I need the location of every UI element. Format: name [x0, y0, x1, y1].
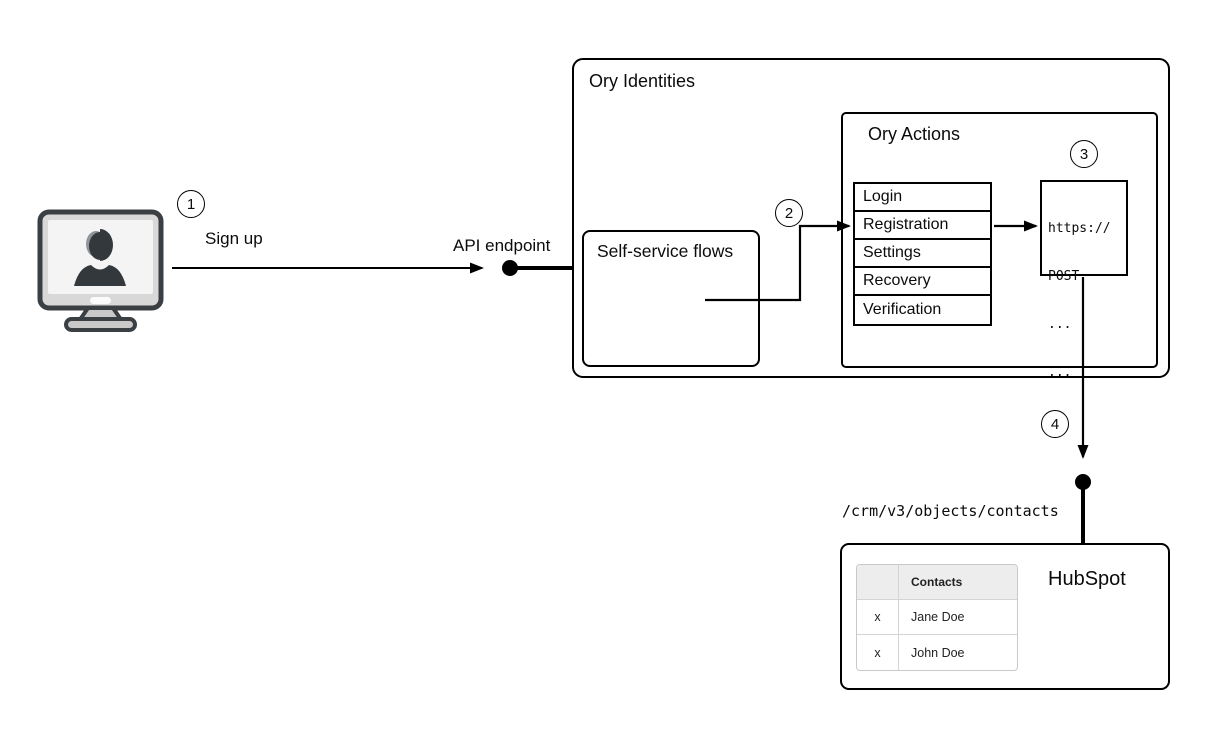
step-4-badge: 4: [1041, 410, 1069, 438]
code-line: ...: [1048, 317, 1072, 332]
webhook-code-box: https:// POST ... ...: [1040, 180, 1128, 380]
contacts-table: Contacts x Jane Doe x John Doe: [856, 564, 1018, 671]
contacts-header-cell: Contacts: [899, 565, 1017, 600]
step-1-number: 1: [186, 195, 196, 213]
step-2-badge: 2: [775, 199, 803, 227]
step-1-badge: 1: [177, 190, 205, 218]
step-3-number: 3: [1079, 145, 1089, 163]
contacts-row: x John Doe: [857, 635, 1017, 670]
contacts-row: x Jane Doe: [857, 600, 1017, 635]
flow-row-login: Login: [855, 184, 990, 212]
contact-name-cell: John Doe: [911, 645, 965, 660]
step-4-number: 4: [1050, 415, 1060, 433]
flow-list: Login Registration Settings Recovery Ver…: [853, 182, 992, 326]
sign-up-label: Sign up: [205, 229, 263, 248]
contacts-header-empty-cell: [857, 565, 899, 600]
hubspot-box: HubSpot Contacts x Jane Doe x John Doe: [840, 543, 1170, 690]
flow-label: Recovery: [863, 272, 931, 289]
flow-label: Settings: [863, 244, 921, 261]
user-computer-icon: [37, 209, 164, 332]
step-3-badge: 3: [1070, 140, 1098, 168]
contacts-header-row: Contacts: [857, 565, 1017, 600]
code-line: ...: [1048, 365, 1072, 380]
hubspot-title: HubSpot: [1048, 568, 1126, 590]
flow-label: Verification: [863, 301, 942, 318]
code-line: POST: [1048, 269, 1080, 284]
flow-row-verification: Verification: [855, 296, 990, 324]
self-service-flows-box: Self-service flows: [582, 230, 760, 367]
ory-actions-title: Ory Actions: [868, 124, 961, 144]
step-2-number: 2: [784, 204, 794, 222]
flow-label: Login: [863, 188, 903, 205]
flow-row-registration: Registration: [855, 212, 990, 240]
code-line: https://: [1048, 221, 1111, 236]
api-endpoint-label: API endpoint: [453, 236, 551, 255]
contact-name-cell: Jane Doe: [899, 600, 1017, 635]
flow-row-settings: Settings: [855, 240, 990, 268]
self-service-flows-title: Self-service flows: [597, 241, 734, 261]
crm-path-label: /crm/v3/objects/contacts: [842, 502, 1059, 520]
contact-mark-cell: x: [857, 635, 899, 670]
contact-mark-cell: x: [857, 600, 899, 635]
ory-identities-title: Ory Identities: [589, 71, 696, 91]
flow-row-recovery: Recovery: [855, 268, 990, 296]
flow-label: Registration: [863, 216, 949, 233]
